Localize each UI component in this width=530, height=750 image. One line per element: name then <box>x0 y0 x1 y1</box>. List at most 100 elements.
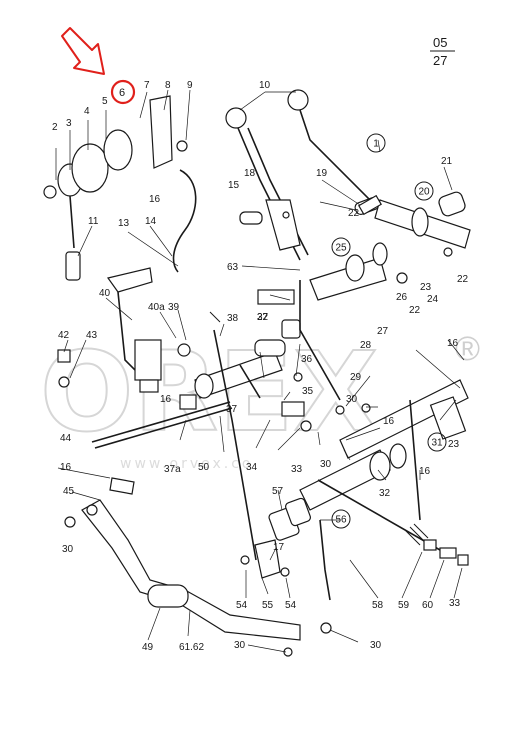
circled-part-label: 1 <box>373 139 379 150</box>
part-label: 7 <box>144 80 150 91</box>
cross-shaft-63 <box>257 280 341 401</box>
part-label: 42 <box>58 330 70 341</box>
part-label: 22 <box>457 274 469 285</box>
part-label: 17 <box>273 542 285 553</box>
part-label: 40a <box>148 302 165 313</box>
part-label: 19 <box>316 168 328 179</box>
part-label: 10 <box>259 80 271 91</box>
part-label: 14 <box>145 216 157 227</box>
part-label: 8 <box>165 80 171 91</box>
part-label: 22 <box>257 312 269 323</box>
part-label: 60 <box>422 600 434 611</box>
part-label: 37a <box>164 464 181 475</box>
part-label: 40 <box>99 288 111 299</box>
highlight-label: 6 <box>119 87 125 99</box>
part-label: 34 <box>246 462 258 473</box>
part-label: 30 <box>346 394 358 405</box>
part-label: 15 <box>228 180 240 191</box>
page-ref-top: 05 <box>433 35 447 50</box>
part-label: 11 <box>88 216 99 227</box>
part-label: 16 <box>419 466 431 477</box>
right-shaft-assembly <box>309 191 471 301</box>
brake-pedal-49 <box>64 477 301 641</box>
part-label: 37 <box>226 404 238 415</box>
part-label: 28 <box>360 340 372 351</box>
leader-lines <box>55 89 465 653</box>
main-pedal-shaft <box>194 339 305 417</box>
part-label: 16 <box>160 394 172 405</box>
part-label: 22 <box>409 305 421 316</box>
circled-part-label: 31 <box>431 438 443 449</box>
part-label: 33 <box>449 598 461 609</box>
part-label: 9 <box>187 80 193 91</box>
part-label: 30 <box>62 544 74 555</box>
part-label: 49 <box>142 642 154 653</box>
part-label: 18 <box>244 168 256 179</box>
part-label: 35 <box>302 386 314 397</box>
part-label: 54 <box>285 600 297 611</box>
part-label: 55 <box>262 600 274 611</box>
part-label: 36 <box>301 354 313 365</box>
part-label: 30 <box>234 640 246 651</box>
part-label: 61.62 <box>179 642 204 653</box>
part-label: 33 <box>291 464 303 475</box>
part-label: 43 <box>86 330 98 341</box>
callout-circle <box>331 237 351 257</box>
part-label: 45 <box>63 486 75 497</box>
part-label: 39 <box>168 302 180 313</box>
callout-circle <box>427 432 447 452</box>
part-label: 44 <box>60 433 72 444</box>
part-label: 54 <box>236 600 248 611</box>
bracket-16-17 <box>239 199 301 251</box>
part-label: 63 <box>227 262 239 273</box>
part-label: 4 <box>84 106 90 117</box>
part-label: 58 <box>372 600 384 611</box>
part-label: 16 <box>447 338 459 349</box>
part-label: 23 <box>420 282 432 293</box>
part-label: 30 <box>370 640 382 651</box>
pin-42 <box>57 349 71 388</box>
part-label: 32 <box>379 488 391 499</box>
part-label: 29 <box>350 372 362 383</box>
watermark-url: www.orvex.co <box>120 456 254 472</box>
part-label: 16 <box>149 194 161 205</box>
pedal-40 <box>106 267 191 393</box>
part-label: 50 <box>198 462 210 473</box>
part-label: 30 <box>320 459 332 470</box>
circled-part-label: 56 <box>335 515 347 526</box>
callout-circle <box>414 181 434 201</box>
circled-labels: 1 20 25 31 56 <box>331 133 447 529</box>
bearing-57 <box>254 497 311 579</box>
part-label: 5 <box>102 96 108 107</box>
part-label: 16 <box>383 416 395 427</box>
part-label: 16 <box>60 462 72 473</box>
part-label: 22 <box>348 208 360 219</box>
small-fasteners <box>240 194 453 657</box>
page-reference: 05 27 <box>430 35 455 68</box>
part-label: 2 <box>52 122 58 133</box>
part-label: 3 <box>66 118 72 129</box>
part-label: 59 <box>398 600 410 611</box>
circled-part-label: 25 <box>335 243 347 254</box>
red-arrow-icon <box>61 27 105 75</box>
highlight-circle <box>110 79 136 105</box>
part-label: 57 <box>272 486 284 497</box>
cable-50 <box>209 311 257 561</box>
part-label: 21 <box>441 156 453 167</box>
part-label: 23 <box>448 439 460 450</box>
part-label: 38 <box>227 313 239 324</box>
page-ref-bottom: 27 <box>433 53 447 68</box>
part-label: 24 <box>427 294 439 305</box>
rod-44 <box>91 394 233 449</box>
callout-circle <box>366 133 386 153</box>
watermark-registered: ® <box>455 330 480 368</box>
callout-circle <box>331 509 351 529</box>
part-label: 37 <box>257 312 269 323</box>
part-label: 13 <box>118 218 130 229</box>
rod-58 <box>317 479 469 566</box>
circled-part-label: 20 <box>418 187 430 198</box>
part-label: 26 <box>396 292 408 303</box>
part-label: 27 <box>377 326 389 337</box>
